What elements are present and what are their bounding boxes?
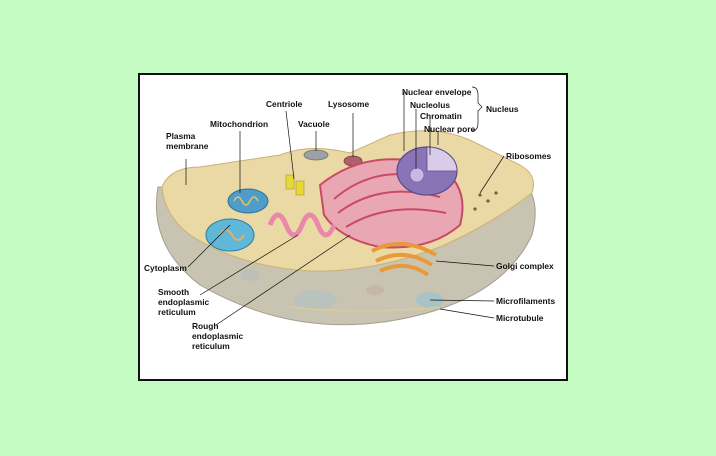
microtubule-leader bbox=[439, 308, 495, 319]
ribosome-dot bbox=[494, 191, 498, 195]
label-smooth-er: Smooth endoplasmic reticulum bbox=[158, 287, 209, 317]
centriole-leader bbox=[285, 110, 295, 180]
rough-er-fold bbox=[345, 208, 447, 228]
label-plasma-membrane: Plasma membrane bbox=[166, 131, 208, 151]
label-plasma-membrane-line1: Plasma bbox=[166, 131, 196, 141]
label-rough-er-line2: endoplasmic bbox=[192, 331, 244, 341]
centriole-shape bbox=[295, 180, 305, 196]
label-nucleus: Nucleus bbox=[486, 104, 519, 114]
mitochondrion-cristae bbox=[233, 196, 259, 206]
label-cytoplasm: Cytoplasm bbox=[144, 263, 187, 273]
centriole-shape bbox=[285, 174, 295, 190]
golgi-shape bbox=[379, 263, 430, 277]
golgi-shape bbox=[371, 241, 438, 257]
vesicle bbox=[240, 269, 260, 281]
label-microfilaments: Microfilaments bbox=[496, 296, 556, 306]
label-golgi-complex: Golgi complex bbox=[496, 261, 554, 271]
label-mitochondrion: Mitochondrion bbox=[210, 119, 269, 129]
golgi-shape bbox=[375, 253, 434, 267]
golgi-leader bbox=[435, 260, 495, 267]
mitochondrion-shape bbox=[227, 188, 269, 214]
microfilaments-leader bbox=[429, 299, 495, 302]
label-nuclear-pore: Nuclear pore bbox=[424, 124, 476, 134]
label-smooth-er-line2: endoplasmic bbox=[158, 297, 210, 307]
label-nuclear-envelope: Nuclear envelope bbox=[402, 87, 472, 97]
label-centriole: Centriole bbox=[266, 99, 303, 109]
vesicle-large-inner bbox=[219, 229, 245, 241]
nucleolus-shape bbox=[409, 167, 425, 183]
vesicle bbox=[293, 290, 337, 310]
smooth-er-shape bbox=[267, 212, 337, 238]
label-vacuole: Vacuole bbox=[298, 119, 330, 129]
rough-er-leader bbox=[215, 234, 351, 326]
label-rough-er: Rough endoplasmic reticulum bbox=[192, 321, 243, 351]
smooth-er-leader bbox=[199, 234, 299, 296]
diagram-frame: Plasma membrane Mitochondrion Centriole … bbox=[138, 73, 568, 381]
label-smooth-er-line1: Smooth bbox=[158, 287, 190, 297]
nucleus-cutaway bbox=[426, 146, 458, 172]
vesicle bbox=[366, 285, 384, 295]
label-lysosome: Lysosome bbox=[328, 99, 370, 109]
microtubule-fiber bbox=[289, 306, 441, 312]
cell-illustration bbox=[155, 86, 536, 326]
label-rough-er-line3: reticulum bbox=[192, 341, 230, 351]
label-smooth-er-line3: reticulum bbox=[158, 307, 196, 317]
ribosomes-leader bbox=[479, 155, 505, 194]
label-chromatin: Chromatin bbox=[420, 111, 462, 121]
label-plasma-membrane-line2: membrane bbox=[166, 141, 209, 151]
label-rough-er-line1: Rough bbox=[192, 321, 219, 331]
nucleus-bracket bbox=[471, 86, 483, 132]
label-nucleolus: Nucleolus bbox=[410, 100, 451, 110]
label-microtubule: Microtubule bbox=[496, 313, 544, 323]
vesicle-large bbox=[205, 218, 255, 252]
vacuole-shape bbox=[303, 149, 329, 161]
ribosome-dot bbox=[473, 207, 477, 211]
label-ribosomes: Ribosomes bbox=[506, 151, 552, 161]
ribosome-dot bbox=[478, 193, 482, 197]
ribosome-dot bbox=[486, 199, 490, 203]
cytoplasm-leader bbox=[187, 224, 231, 268]
